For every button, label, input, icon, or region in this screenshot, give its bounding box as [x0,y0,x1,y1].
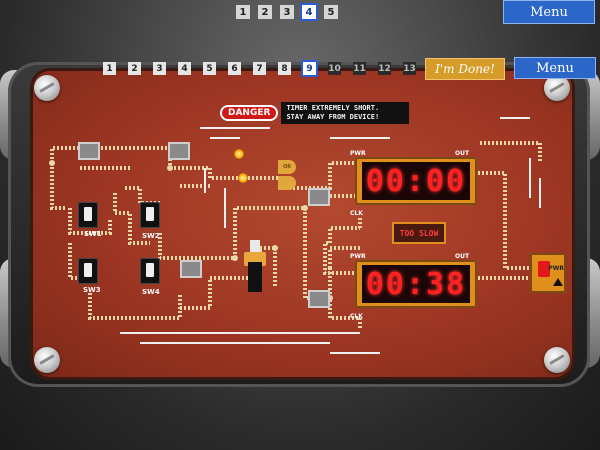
logic-gate [278,176,296,190]
im-done-button[interactable]: I'm Done! [425,58,505,80]
top-menu-button[interactable]: Menu [503,0,595,24]
timer-bottom-display: 00:38 [362,265,470,303]
trace [50,146,172,168]
level-3-button[interactable]: 3 [280,5,294,19]
progress-12[interactable]: 12 [378,62,391,75]
trace [158,233,235,260]
level-1-button[interactable]: 1 [236,5,250,19]
trace [88,293,182,320]
timer-bottom-pwr: PWR [350,253,366,260]
progress-1[interactable]: 1 [103,62,116,75]
trace [50,163,65,210]
trace [113,193,150,245]
logic-chip [168,142,190,160]
progress-2[interactable]: 2 [128,62,141,75]
timer-top: 00:00 [355,157,477,205]
bolt-top-right [544,75,570,101]
logic-chip [78,142,100,160]
trace [68,208,112,235]
switch-sw3-label: SW3 [83,286,101,294]
via [167,165,173,171]
trace [323,233,360,275]
timer-top-clk: CLK [350,210,363,217]
progress-4[interactable]: 4 [178,62,191,75]
timer-bottom: 00:38 [355,260,477,308]
bolt-bottom-left [34,347,60,373]
switch-sw2-label: SW2 [142,232,160,240]
board-menu-button[interactable]: Menu [514,57,596,79]
danger-message: TIMER EXTREMELY SHORT. STAY AWAY FROM DE… [281,102,410,124]
via [232,255,238,261]
timer-bottom-clk: CLK [350,313,363,320]
status-led [238,173,248,183]
power-label: PWR [548,265,564,272]
puzzle-progress: 1 2 3 4 5 6 7 8 9 10 11 12 13 [103,60,428,77]
progress-13[interactable]: 13 [403,62,416,75]
switch-sw4-label: SW4 [142,288,160,296]
power-button[interactable]: PWR [530,253,566,293]
trace [170,166,280,180]
progress-9[interactable]: 9 [301,60,318,77]
switch-sw3[interactable] [78,258,98,284]
progress-10[interactable]: 10 [328,62,341,75]
trace [233,206,305,258]
logic-chip [308,188,330,206]
circuit-traces [49,117,550,354]
timer-top-out: OUT [455,150,470,157]
trace [180,246,275,310]
via [272,245,278,251]
via [49,160,55,166]
power-button-red[interactable] [538,261,550,277]
logic-chip [180,260,202,278]
trace [480,141,542,163]
bolt-top-left [34,75,60,101]
level-2-button[interactable]: 2 [258,5,272,19]
progress-6[interactable]: 6 [228,62,241,75]
switch-sw2[interactable] [140,202,160,228]
danger-badge: DANGER [220,105,279,121]
trace [303,208,330,300]
progress-7[interactable]: 7 [253,62,266,75]
switch-sw1[interactable] [78,202,98,228]
status-led [234,149,244,159]
timer-bottom-out: OUT [455,253,470,260]
timer-top-pwr: PWR [350,150,366,157]
switch-sw4[interactable] [140,258,160,284]
via [302,205,308,211]
potentiometer[interactable] [244,240,266,294]
trace [125,186,160,205]
progress-5[interactable]: 5 [203,62,216,75]
warning-triangle-icon [553,278,563,286]
progress-3[interactable]: 3 [153,62,166,75]
level-selector: 1 2 3 4 5 [236,3,346,21]
logic-chip [308,290,330,308]
switch-sw1-label: SW1 [84,230,102,238]
trace [470,171,530,270]
trace [328,268,360,320]
timer-top-display: 00:00 [362,162,470,200]
too-slow-indicator: TOO SLOW [392,222,446,244]
trace [328,246,360,268]
danger-sign: DANGER TIMER EXTREMELY SHORT. STAY AWAY … [220,102,410,124]
logic-gate: OR [278,160,296,174]
trace [328,226,360,243]
progress-8[interactable]: 8 [278,62,291,75]
bolt-bottom-right [544,347,570,373]
progress-11[interactable]: 11 [353,62,366,75]
level-4-button[interactable]: 4 [300,3,318,21]
level-5-button[interactable]: 5 [324,5,338,19]
